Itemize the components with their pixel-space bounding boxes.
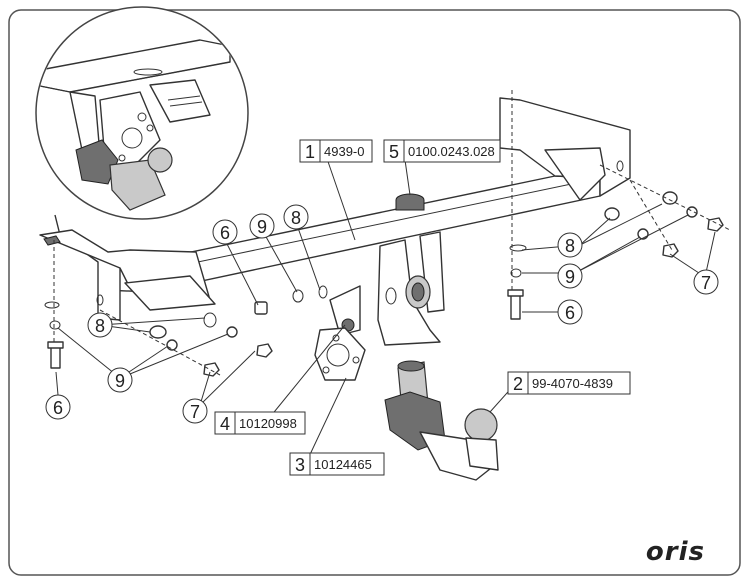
svg-text:9: 9 <box>257 217 267 237</box>
callout-8-right: 8 <box>557 232 583 258</box>
svg-text:7: 7 <box>701 273 711 293</box>
part-1-code: 4939-0 <box>324 144 364 159</box>
callout-8-upper: 8 <box>283 204 309 230</box>
callout-6-upper: 6 <box>212 219 238 245</box>
part-5-number: 5 <box>389 142 399 162</box>
svg-text:6: 6 <box>220 223 230 243</box>
svg-text:9: 9 <box>115 371 125 391</box>
part-2-code: 99-4070-4839 <box>532 376 613 391</box>
svg-text:7: 7 <box>190 402 200 422</box>
part-label-4: 4 10120998 <box>214 411 306 435</box>
part-4-number: 4 <box>220 414 230 434</box>
callout-7-left: 7 <box>182 398 208 424</box>
part-label-2: 2 99-4070-4839 <box>507 371 631 395</box>
oris-logo: oris <box>646 537 705 567</box>
svg-text:8: 8 <box>95 316 105 336</box>
detachable-towball <box>384 360 499 481</box>
part-5-code: 0100.0243.028 <box>408 144 495 159</box>
part-label-3: 3 10124465 <box>289 452 385 476</box>
part-3-code: 10124465 <box>314 457 372 472</box>
callout-9-upper: 9 <box>249 213 275 239</box>
assembly-guides <box>53 90 731 376</box>
svg-text:6: 6 <box>565 303 575 323</box>
callout-6-left: 6 <box>45 394 71 420</box>
svg-text:6: 6 <box>53 398 63 418</box>
part-3-number: 3 <box>295 455 305 475</box>
part-label-1: 1 4939-0 <box>299 139 373 163</box>
cover-cap <box>395 193 425 211</box>
part-label-5: 5 0100.0243.028 <box>383 139 501 163</box>
callout-9-right: 9 <box>557 263 583 289</box>
inset-plate-label <box>149 79 211 123</box>
callout-7-right: 7 <box>693 269 719 295</box>
callout-6-right: 6 <box>557 299 583 325</box>
svg-text:8: 8 <box>565 236 575 256</box>
svg-text:9: 9 <box>565 267 575 287</box>
inset-detail <box>35 6 249 220</box>
socket-plate <box>314 285 366 381</box>
part-2-number: 2 <box>513 374 523 394</box>
svg-text:8: 8 <box>291 208 301 228</box>
callout-9-left: 9 <box>107 367 133 393</box>
part-1-number: 1 <box>305 142 315 162</box>
callout-8-left: 8 <box>87 312 113 338</box>
part-4-code: 10120998 <box>239 416 297 431</box>
